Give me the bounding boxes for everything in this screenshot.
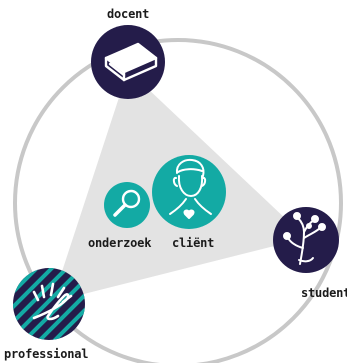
professional-node: [13, 268, 85, 340]
magnifier-icon: [113, 189, 141, 217]
professional-label: professional: [4, 347, 89, 361]
client-node: [152, 155, 226, 229]
onderzoek-node: [104, 182, 150, 228]
book-icon: [104, 42, 158, 82]
professional-circle: [13, 268, 85, 340]
student-circle: [273, 207, 339, 273]
student-node: [273, 207, 339, 273]
outer-ring: [13, 38, 343, 363]
spark-pencil-icon: [32, 282, 73, 321]
client-label: cliënt: [172, 236, 215, 250]
student-label: student: [301, 286, 347, 300]
docent-node: [91, 25, 165, 99]
person-heart-icon: [169, 158, 212, 219]
plant-sprout-icon: [283, 212, 326, 265]
docent-label: docent: [107, 7, 150, 21]
onderzoek-label: onderzoek: [88, 236, 152, 250]
